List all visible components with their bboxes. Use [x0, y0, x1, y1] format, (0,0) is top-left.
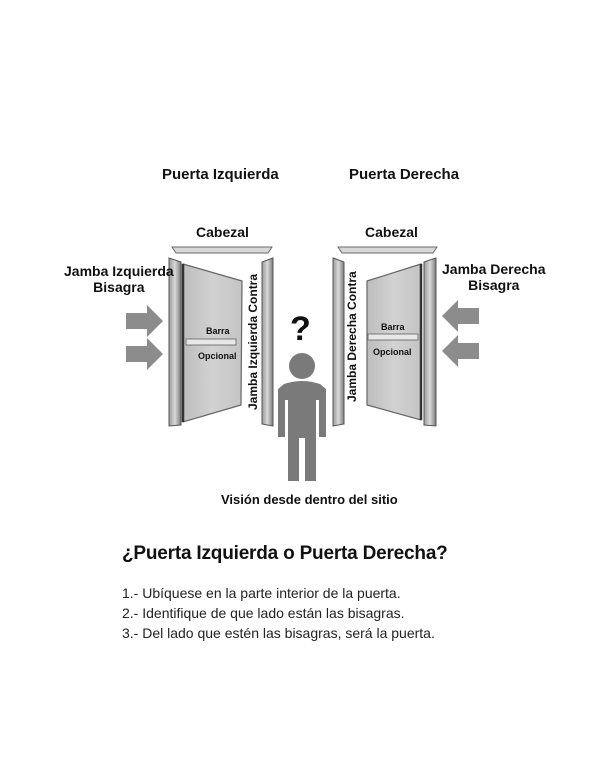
step-item: 3.- Del lado que estén las bisagras, ser… [122, 625, 435, 641]
left-strike-jamb [261, 257, 274, 427]
left-hinge-jamb-label: Jamba Izquierda Bisagra [64, 263, 174, 296]
left-bar-label: Barra [206, 326, 231, 336]
right-bar-label: Barra [381, 322, 406, 332]
left-door-group: Cabezal Barra Opcional Jamba Izquierda C… [126, 224, 274, 427]
right-strike-jamb-label: Jamba Derecha Contra [345, 271, 359, 402]
left-optional-label: Opcional [198, 351, 237, 361]
caption: Visión desde dentro del sitio [221, 492, 398, 507]
steps-list: 1.- Ubíquese en la parte interior de la … [122, 583, 435, 643]
right-header-bar [337, 246, 438, 254]
left-strike-jamb-label: Jamba Izquierda Contra [246, 274, 260, 410]
right-strike-jamb [332, 257, 345, 427]
step-item: 2.- Identifique de que lado están las bi… [122, 605, 405, 621]
person-icon [278, 353, 326, 481]
left-door-title: Puerta Izquierda [162, 166, 279, 183]
right-hinge-jamb-label: Jamba Derecha Bisagra [442, 261, 546, 294]
right-optional-label: Opcional [373, 347, 412, 357]
right-header-label: Cabezal [365, 224, 418, 240]
right-door-leaf [366, 263, 422, 421]
question-mark: ? [290, 310, 311, 348]
left-hinge-jamb [168, 257, 182, 427]
right-hinge-jamb [423, 257, 437, 427]
step-item: 1.- Ubíquese en la parte interior de la … [122, 585, 401, 601]
section-heading: ¿Puerta Izquierda o Puerta Derecha? [122, 543, 448, 564]
left-panic-bar [185, 338, 237, 346]
right-door-group: Cabezal Barra Opcional Jamba Derecha Con… [332, 224, 479, 427]
left-arrow-top-icon [126, 305, 163, 337]
right-arrow-bottom-icon [442, 335, 479, 367]
right-door-title: Puerta Derecha [349, 166, 460, 183]
right-arrow-top-icon [442, 300, 479, 332]
left-arrow-bottom-icon [126, 338, 163, 370]
left-header-bar [171, 246, 273, 254]
left-header-label: Cabezal [196, 224, 249, 240]
right-panic-bar [367, 333, 419, 341]
